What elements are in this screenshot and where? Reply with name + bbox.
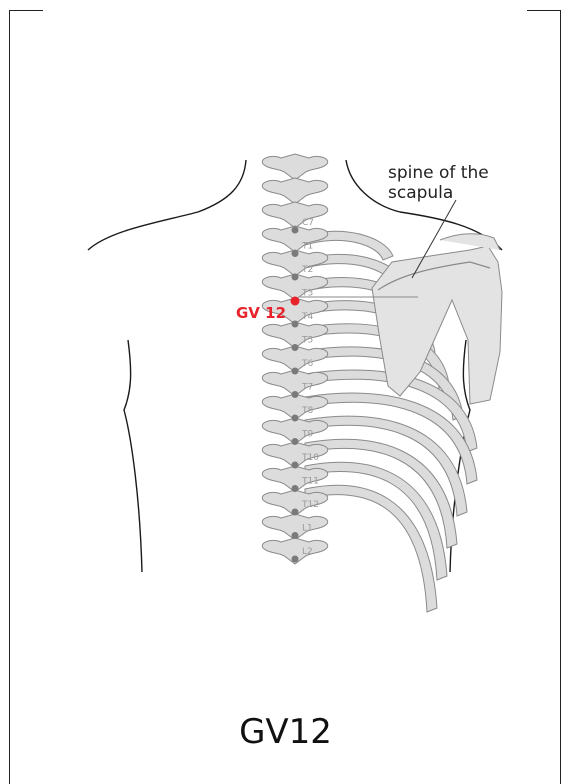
vertebra-label: L1 xyxy=(302,524,313,534)
vertebra-label: T7 xyxy=(301,383,313,393)
vertebra-label: C7 xyxy=(302,218,314,228)
spinous-process-dot xyxy=(292,415,299,422)
vertebra-label: L2 xyxy=(302,547,313,557)
vertebra-label: T8 xyxy=(301,406,313,416)
spinous-process-dot xyxy=(292,344,299,351)
vertebra-label: T5 xyxy=(301,336,313,346)
spinous-process-dot xyxy=(292,227,299,234)
spinous-process-dot xyxy=(292,250,299,257)
annotation-label: spine of the scapula xyxy=(388,163,494,203)
acupoint-label: GV 12 xyxy=(236,304,286,322)
spinous-process-dot xyxy=(292,274,299,281)
spinous-process-dot xyxy=(292,391,299,398)
spinous-process-dot xyxy=(292,368,299,375)
spinous-process-dot xyxy=(292,438,299,445)
spinous-process-dot xyxy=(292,556,299,563)
figure-title: GV12 xyxy=(0,712,571,752)
vertebra-label: T2 xyxy=(301,265,313,275)
acupoint-marker xyxy=(291,297,300,306)
spinous-process-dot xyxy=(292,321,299,328)
vertebra-label: T9 xyxy=(301,430,313,440)
vertebra xyxy=(262,202,327,228)
vertebra-label: T1 xyxy=(301,242,313,252)
spinous-process-dot xyxy=(292,485,299,492)
vertebra-label: T11 xyxy=(301,477,319,487)
vertebra xyxy=(262,154,327,180)
vertebra-label: T12 xyxy=(301,500,319,510)
spinous-process-dot xyxy=(292,509,299,516)
vertebra-label: T6 xyxy=(301,359,313,369)
spinous-process-dot xyxy=(292,532,299,539)
vertebra xyxy=(262,178,327,204)
spinous-process-dot xyxy=(292,462,299,469)
vertebra-label: T4 xyxy=(301,312,313,322)
vertebra-label: T10 xyxy=(301,453,319,463)
